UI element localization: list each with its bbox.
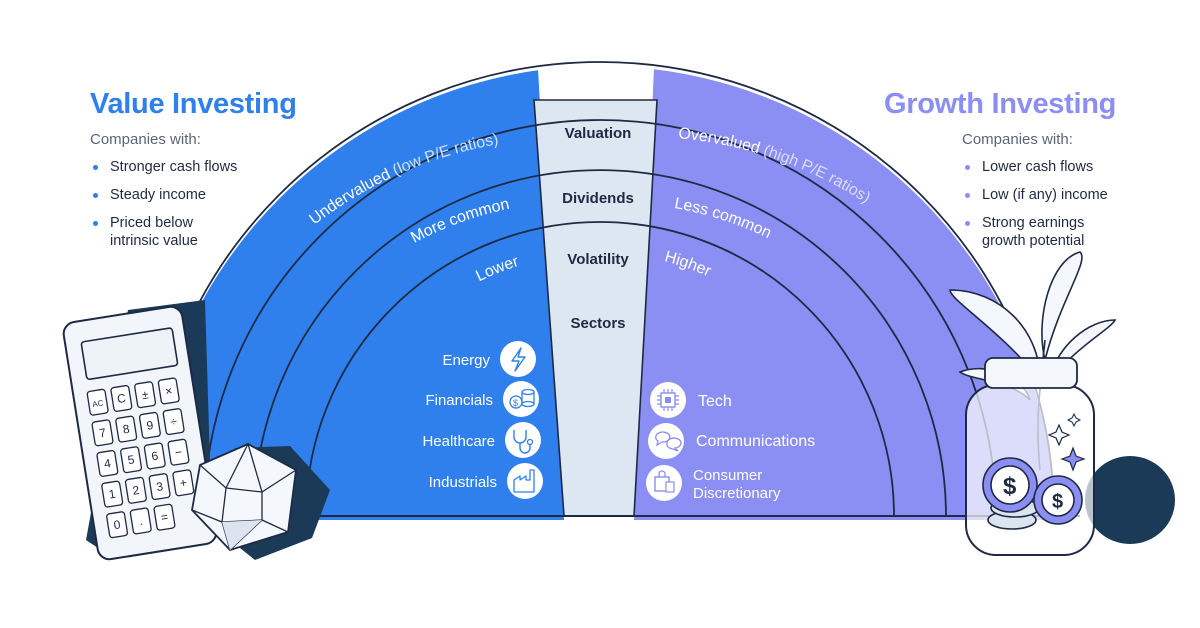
- calculator-key-label: AC: [92, 398, 105, 409]
- plant-jar-coins-illustration: $ $: [949, 251, 1175, 556]
- lightning-icon: [500, 341, 536, 377]
- sector-energy: Energy: [442, 341, 536, 377]
- calculator-key: [162, 408, 185, 436]
- growth-subtitle: Companies with:: [962, 131, 1073, 148]
- calculator-key-label: 3: [155, 479, 164, 494]
- calculator-key-label: 6: [150, 448, 159, 463]
- calculator-key-label: ×: [164, 384, 173, 399]
- sector-label: Financials: [425, 392, 493, 409]
- sector-label: Energy: [442, 352, 490, 369]
- svg-text:$: $: [513, 398, 518, 408]
- calculator-key: [96, 450, 119, 477]
- diamond-illustration: [191, 442, 330, 560]
- sector-industrials: Industrials: [429, 463, 543, 499]
- calculator-key: [157, 377, 180, 405]
- center-label-valuation: Valuation: [565, 125, 632, 142]
- value-investing-panel: Value Investing Companies with: Stronger…: [90, 88, 297, 250]
- calculator-key-label: 2: [132, 483, 141, 498]
- calculator-key-label: 7: [98, 425, 107, 440]
- calculator-key-label: +: [179, 475, 188, 490]
- calculator-key: [115, 415, 138, 443]
- calculator-key: [101, 480, 124, 508]
- calculator-key: [120, 446, 143, 474]
- sector-tech: Tech: [650, 382, 732, 418]
- calculator-key-label: 9: [146, 418, 155, 433]
- calculator-key: [172, 469, 195, 497]
- growth-title: Growth Investing: [884, 88, 1117, 120]
- growth-bullet: Lower cash flows: [962, 158, 1116, 176]
- sector-label-line2: Discretionary: [693, 485, 781, 502]
- calculator-key: [167, 438, 190, 466]
- growth-bullet-list: Lower cash flows Low (if any) income Str…: [962, 158, 1116, 250]
- growth-bullet: Strong earnings growth potential: [962, 214, 1116, 250]
- sector-healthcare: Healthcare: [422, 422, 541, 458]
- calculator-key: [91, 419, 114, 447]
- calculator-key-label: =: [160, 510, 169, 525]
- calculator-key-label: 4: [103, 456, 112, 471]
- calculator-key: [86, 388, 109, 416]
- center-label-volatility: Volatility: [567, 251, 629, 268]
- center-label-sectors: Sectors: [570, 315, 625, 332]
- center-label-dividends: Dividends: [562, 190, 634, 207]
- svg-text:$: $: [1052, 491, 1063, 513]
- calculator-key-label: 8: [122, 422, 131, 437]
- calculator-key-label: 0: [113, 517, 122, 532]
- calculator-key-label: 1: [108, 487, 117, 502]
- value-bullet-line1: Priced below: [110, 215, 194, 231]
- calculator-key-label: 5: [127, 452, 136, 467]
- calculator-key: [138, 411, 161, 439]
- sector-label: Consumer: [693, 467, 762, 484]
- calculator-key: [148, 473, 171, 501]
- calculator-key-label: ÷: [169, 414, 178, 429]
- calculator-key: [124, 476, 147, 504]
- shopping-bag-icon: [646, 465, 682, 501]
- calculator-key-label: C: [116, 391, 127, 406]
- calculator-key: [134, 381, 157, 409]
- sector-communications: Communications: [648, 423, 815, 459]
- value-bullet-line2: intrinsic value: [110, 233, 198, 249]
- calculator-key: [110, 385, 133, 412]
- value-bullet: Steady income: [90, 186, 297, 204]
- value-bullet-list: Stronger cash flows Steady income Priced…: [90, 158, 297, 250]
- sector-label: Healthcare: [422, 433, 495, 450]
- svg-text:$: $: [1003, 473, 1017, 500]
- calculator-key: [143, 442, 166, 470]
- calculator-key-label: .: [138, 514, 143, 528]
- sector-financials: Financials $: [425, 381, 539, 417]
- growth-bullet-line1: Strong earnings: [982, 215, 1085, 231]
- calculator-key: [153, 503, 176, 531]
- calculator-key: [129, 507, 152, 535]
- value-title: Value Investing: [90, 88, 297, 120]
- sector-label: Industrials: [429, 474, 497, 491]
- sector-label: Communications: [696, 433, 815, 450]
- calculator-key-label: −: [174, 445, 183, 460]
- factory-icon: [507, 463, 543, 499]
- growth-arch: [634, 66, 1054, 520]
- sector-consumer-discretionary: Consumer Discretionary: [646, 465, 781, 502]
- calculator-key: [106, 511, 129, 539]
- value-arch: [146, 66, 564, 520]
- value-bullet: Priced below intrinsic value: [90, 214, 297, 250]
- growth-bullet-line2: growth potential: [982, 233, 1085, 249]
- growth-investing-panel: Growth Investing Companies with: Lower c…: [884, 88, 1116, 250]
- calculator-key-label: ±: [141, 387, 150, 402]
- growth-bullet: Low (if any) income: [962, 186, 1116, 204]
- value-subtitle: Companies with:: [90, 131, 201, 148]
- sector-label: Tech: [698, 393, 732, 410]
- value-bullet: Stronger cash flows: [90, 158, 297, 176]
- arch-rings: [145, 61, 1055, 517]
